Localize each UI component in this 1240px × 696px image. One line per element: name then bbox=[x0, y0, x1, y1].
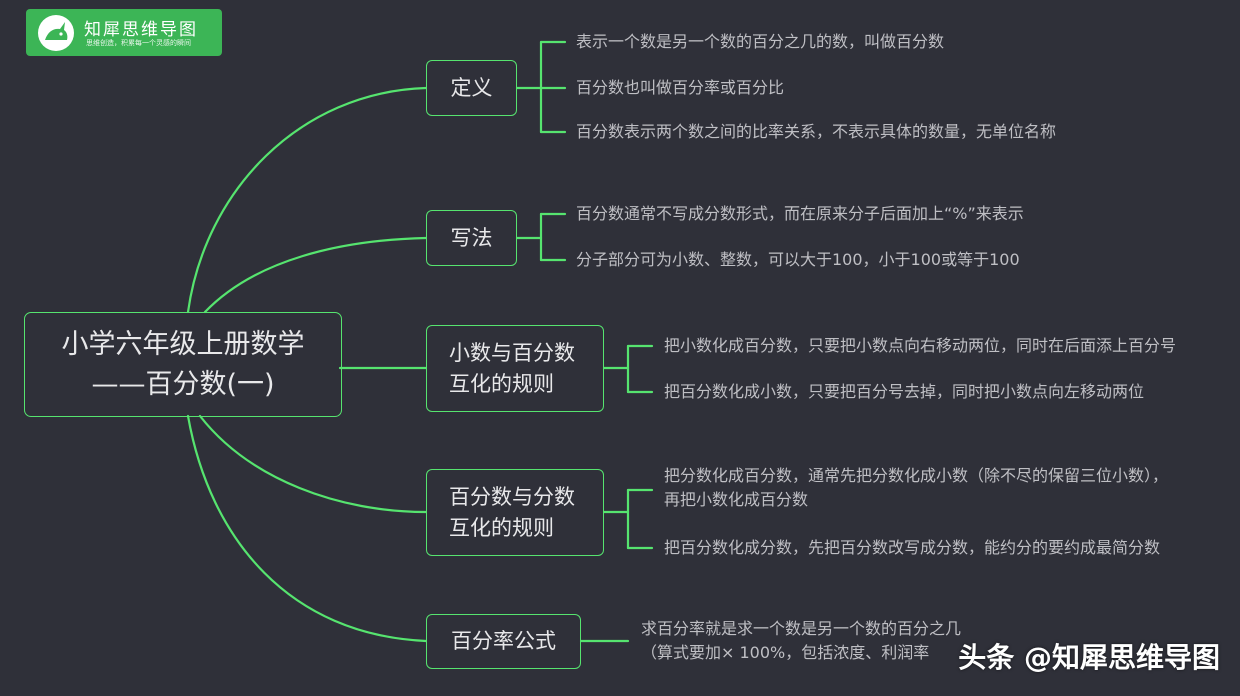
leaf-text: 把百分数化成分数，先把百分数改写成分数，能约分的要约成最简分数 bbox=[664, 538, 1161, 557]
leaf-text-line2: 再把小数化成百分数 bbox=[664, 490, 809, 509]
branch-label-line2: 互化的规则 bbox=[449, 371, 554, 396]
branch-label-line1: 小数与百分数 bbox=[449, 340, 575, 365]
branch-label-line2: 互化的规则 bbox=[449, 515, 554, 540]
leaf-text-multiline: 把分数化成百分数，通常先把分数化成小数（除不尽的保留三位小数）， 再把小数化成百… bbox=[664, 464, 1168, 512]
leaf-text: 百分数表示两个数之间的比率关系，不表示具体的数量，无单位名称 bbox=[576, 122, 1057, 141]
logo-badge: 知犀思维导图 思维创造，积累每一个灵感的瞬间 bbox=[26, 9, 222, 56]
leaf-text-line1: 求百分率就是求一个数是另一个数的百分之几 bbox=[641, 619, 962, 638]
leaf-text: 把百分数化成小数，只要把百分号去掉，同时把小数点向左移动两位 bbox=[664, 382, 1145, 401]
leaf-text-line1: 把分数化成百分数，通常先把分数化成小数（除不尽的保留三位小数）， bbox=[664, 466, 1169, 485]
root-node[interactable]: 小学六年级上册数学 ——百分数(一) bbox=[24, 312, 342, 417]
branch-definition[interactable]: 定义 bbox=[426, 60, 517, 116]
leaf-text: 百分数也叫做百分率或百分比 bbox=[576, 78, 785, 97]
leaf-text: 把小数化成百分数，只要把小数点向右移动两位，同时在后面添上百分号 bbox=[664, 336, 1177, 355]
branch-writing[interactable]: 写法 bbox=[426, 210, 517, 266]
rhino-icon bbox=[38, 15, 74, 51]
leaf-text: 百分数通常不写成分数形式，而在原来分子后面加上“%”来表示 bbox=[576, 204, 1024, 223]
leaf-text: 分子部分可为小数、整数，可以大于100，小于100或等于100 bbox=[576, 250, 1020, 269]
logo-title: 知犀思维导图 bbox=[84, 20, 198, 40]
root-title-line1: 小学六年级上册数学 bbox=[61, 328, 305, 360]
branch-label: 百分率公式 bbox=[451, 629, 556, 653]
branch-label-line1: 百分数与分数 bbox=[449, 484, 575, 509]
watermark: 头条 @知犀思维导图 bbox=[958, 641, 1220, 674]
branch-decimal-percent[interactable]: 小数与百分数 互化的规则 bbox=[426, 325, 604, 412]
leaf-text-line2: （算式要加× 100%，包括浓度、利润率 bbox=[641, 643, 930, 662]
branch-percent-fraction[interactable]: 百分数与分数 互化的规则 bbox=[426, 469, 604, 556]
root-title-line2: ——百分数(一) bbox=[91, 368, 275, 400]
branch-rate-formula[interactable]: 百分率公式 bbox=[426, 614, 581, 669]
leaf-text: 表示一个数是另一个数的百分之几的数，叫做百分数 bbox=[576, 32, 945, 51]
leaf-text-multiline: 求百分率就是求一个数是另一个数的百分之几 （算式要加× 100%，包括浓度、利润… bbox=[641, 617, 961, 665]
branch-label: 写法 bbox=[450, 225, 493, 250]
branch-label: 定义 bbox=[450, 75, 493, 100]
logo-slogan: 思维创造，积累每一个灵感的瞬间 bbox=[86, 39, 191, 47]
